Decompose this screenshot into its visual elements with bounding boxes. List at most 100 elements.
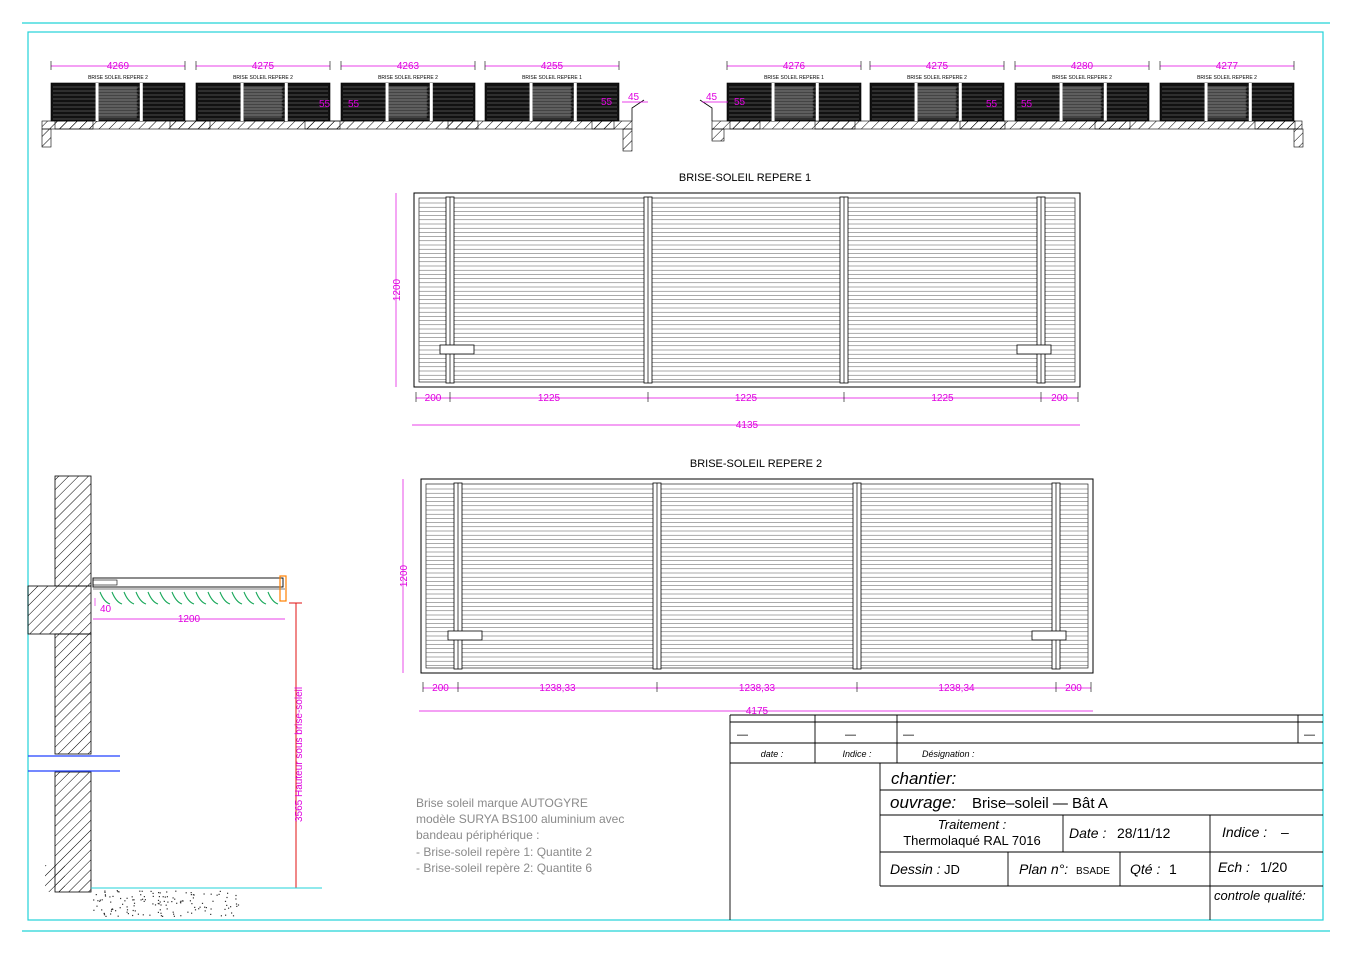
ouvrage-label: ouvrage: (890, 793, 956, 812)
panel-width-dimension: 4275 (252, 61, 275, 72)
chain-dimension: 1225 (538, 393, 561, 404)
panel-width-dimension: 4276 (783, 61, 806, 72)
total-dimension: 4175 (746, 706, 769, 717)
blade (219, 591, 231, 605)
column-date: date : (761, 749, 784, 759)
indice-value: – (1281, 824, 1289, 840)
blade-row (99, 591, 279, 605)
sheet-frame (22, 22, 1330, 932)
fixing-bracket (1031, 630, 1067, 641)
panel-label: BRISE SOLEIL REPERE 1 (522, 75, 582, 81)
note-line: - Brise-soleil repère 2: Quantite 6 (416, 861, 592, 875)
fixing-bracket (1016, 344, 1052, 355)
controle-label: controle qualité: (1214, 888, 1306, 903)
chain-dimension: 1225 (931, 393, 954, 404)
note-line: - Brise-soleil repère 1: Quantite 2 (416, 845, 592, 859)
blade (123, 591, 135, 605)
panel-label: BRISE SOLEIL REPERE 2 (1052, 75, 1112, 81)
notes: Brise soleil marque AUTOGYRE modèle SURY… (416, 796, 624, 875)
blade (231, 591, 243, 605)
date-label: Date : (1069, 825, 1106, 841)
indice-label: Indice : (1222, 824, 1267, 840)
panel-label: BRISE SOLEIL REPERE 1 (764, 75, 824, 81)
note-line: Brise soleil marque AUTOGYRE (416, 796, 588, 810)
blade (147, 591, 159, 605)
blade (111, 591, 123, 605)
section-view: 40 1200 3565 Hauteur sous brise-soleil (27, 475, 322, 917)
note-line: modèle SURYA BS100 aluminium avec (416, 812, 624, 826)
dessin-value: JD (944, 862, 960, 877)
start-dimension: 45 (706, 92, 718, 103)
column-designation: Désignation : (922, 749, 975, 759)
ech-value: 1/20 (1260, 859, 1287, 875)
panel-width-dimension: 4277 (1216, 61, 1239, 72)
rev-designation-cell: — (903, 729, 914, 741)
blade (99, 591, 111, 605)
offset-dimension: 40 (100, 604, 112, 615)
chain-dimension: 200 (425, 393, 442, 404)
height-dimension: 1200 (399, 564, 410, 587)
chain-dimension: 200 (1051, 393, 1068, 404)
date-value: 28/11/12 (1117, 825, 1171, 841)
height-dimension: 1200 (392, 278, 403, 301)
plan-label: Plan n°: (1019, 861, 1068, 877)
panel-label: BRISE SOLEIL REPERE 2 (88, 75, 148, 81)
repere1-title: BRISE-SOLEIL REPERE 1 (679, 172, 811, 184)
end-bracket (279, 575, 287, 602)
gap-dimension: 55 (986, 99, 998, 110)
blade (159, 591, 171, 605)
repere1-panel: 1200 200 1225 1225 1225 200 4135 (392, 192, 1081, 431)
panel-width-dimension: 4255 (541, 61, 564, 72)
note-line: bandeau périphérique : (416, 828, 539, 842)
panel-width-dimension: 4263 (397, 61, 420, 72)
blade (195, 591, 207, 605)
gap-dimension: 55 (601, 97, 613, 108)
chain-dimension: 1238,33 (539, 683, 576, 694)
blade (183, 591, 195, 605)
chain-dimension: 200 (1065, 683, 1082, 694)
chain-dimension: 200 (432, 683, 449, 694)
panel-width-dimension: 4280 (1071, 61, 1094, 72)
chain-dimension: 1225 (735, 393, 758, 404)
qte-value: 1 (1169, 861, 1177, 877)
fixing-bracket (447, 630, 483, 641)
repere1-drawing: BRISE-SOLEIL REPERE 1 1200 200 1225 1225 122… (392, 172, 1081, 431)
fixing-bracket (439, 344, 475, 355)
column-indice: Indice : (842, 749, 872, 759)
rev-indice-cell: — (845, 729, 856, 741)
panel-width-dimension: 4275 (926, 61, 949, 72)
panel-label: BRISE SOLEIL REPERE 2 (907, 75, 967, 81)
rev-extra-cell: — (1304, 729, 1315, 741)
traitement-label: Traitement : (938, 817, 1007, 832)
gap-dimension: 55 (1021, 99, 1033, 110)
panel-width-dimension: 4269 (107, 61, 130, 72)
gap-dimension: 55 (734, 97, 746, 108)
ground-texture (93, 890, 240, 917)
title-block (729, 714, 1323, 920)
chain-dimension: 1238,34 (938, 683, 975, 694)
end-dimension: 45 (628, 92, 640, 103)
traitement-value: Thermolaqué RAL 7016 (903, 833, 1041, 848)
rev-date-cell: — (737, 729, 748, 741)
blade (207, 591, 219, 605)
blade (243, 591, 255, 605)
chantier-label: chantier: (891, 769, 956, 788)
panel-label: BRISE SOLEIL REPERE 2 (378, 75, 438, 81)
height-dimension: 3565 Hauteur sous brise-soleil (294, 687, 305, 822)
plan-value: BSADE (1076, 866, 1110, 877)
qte-label: Qté : (1130, 861, 1160, 877)
total-dimension: 4135 (736, 420, 759, 431)
